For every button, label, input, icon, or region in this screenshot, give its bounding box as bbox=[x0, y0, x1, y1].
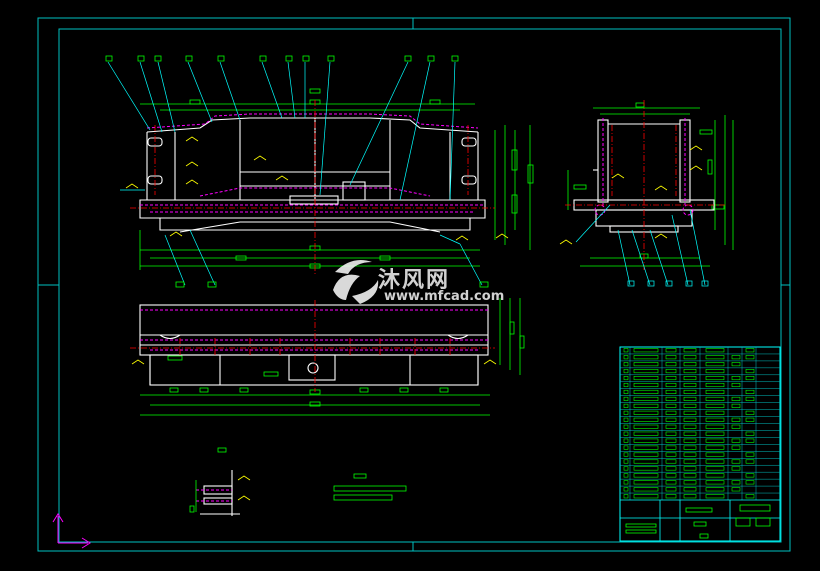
watermark-logo bbox=[333, 259, 379, 304]
side-view bbox=[559, 100, 734, 287]
plan-view bbox=[130, 298, 525, 416]
detail-view bbox=[189, 447, 251, 516]
watermark-url: www.mfcad.com bbox=[384, 289, 505, 304]
ucs-axis-icon bbox=[52, 513, 91, 549]
title-block bbox=[619, 346, 781, 542]
drawing-frame bbox=[37, 17, 791, 552]
watermark-name: 沐风网 bbox=[378, 268, 451, 293]
notes bbox=[333, 473, 407, 501]
front-view bbox=[105, 55, 534, 288]
